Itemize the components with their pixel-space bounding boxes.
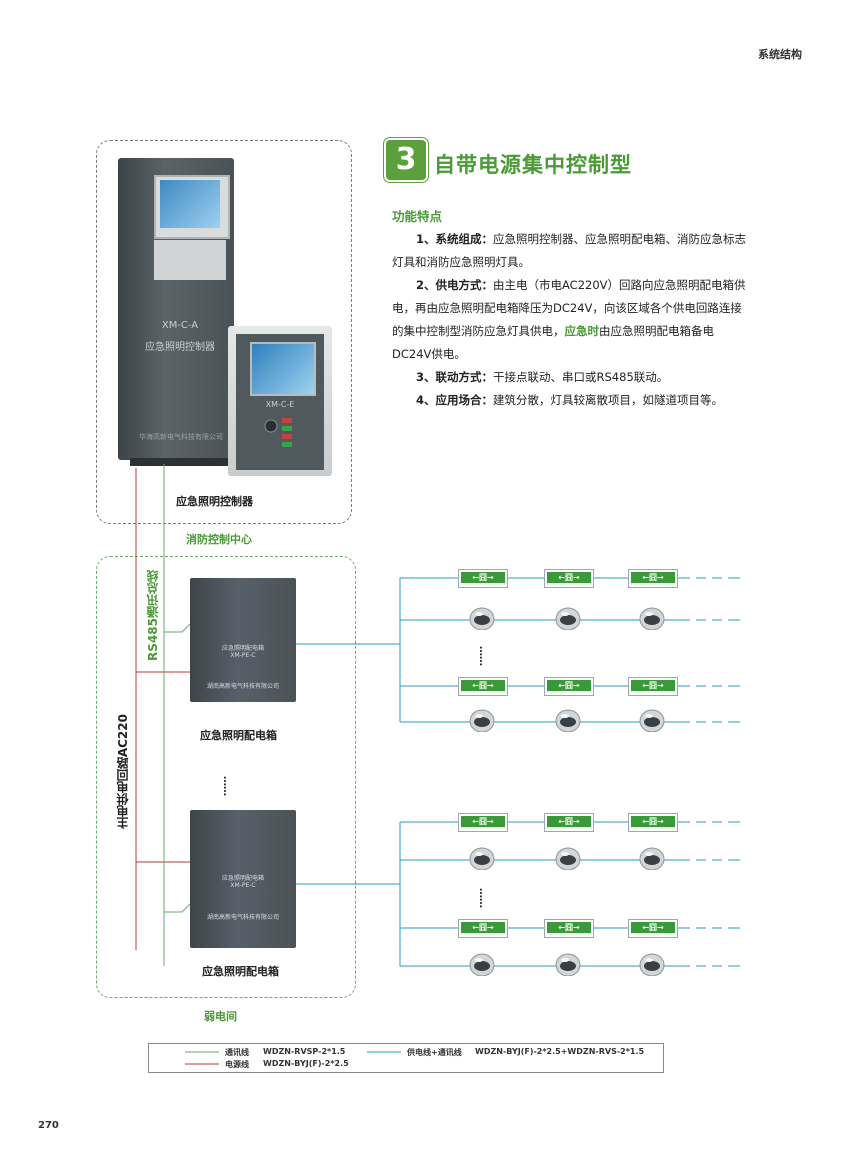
section-number-badge: 3	[386, 140, 426, 180]
exit-sign-icon: ←囧→	[628, 569, 678, 588]
dome-lamp-icon	[639, 952, 665, 977]
feature-4: 4、应用场合：建筑分散，灯具较离散项目，如隧道项目等。	[392, 389, 748, 412]
exit-sign-icon: ←囧→	[628, 919, 678, 938]
dome-lamp-icon	[639, 846, 665, 871]
feature-3: 3、联动方式：干接点联动、串口或RS485联动。	[392, 366, 748, 389]
section-header: 系统结构	[758, 48, 802, 61]
legend-supply-name: 供电线+通讯线	[407, 1048, 462, 1057]
cabinet-brand-label: 华海高新电气科技有限公司	[139, 433, 223, 441]
exit-sign-label: ←囧→	[631, 922, 675, 933]
exit-sign-icon: ←囧→	[628, 677, 678, 696]
legend-swatches	[185, 1051, 401, 1065]
cabinet-screen	[160, 180, 220, 228]
weak-room-frame	[96, 556, 356, 998]
exit-sign-label: ←囧→	[547, 816, 591, 827]
exit-sign-icon: ←囧→	[544, 813, 594, 832]
feature-4-text: 建筑分散，灯具较离散项目，如隧道项目等。	[493, 393, 724, 407]
dome-lamp-icon	[469, 708, 495, 733]
exit-sign-icon: ←囧→	[458, 569, 508, 588]
exit-sign-label: ←囧→	[631, 572, 675, 583]
exit-sign-label: ←囧→	[547, 572, 591, 583]
small-controller-screen	[250, 342, 316, 396]
weak-room-label: 弱电间	[204, 1010, 237, 1023]
exit-sign-label: ←囧→	[631, 680, 675, 691]
exit-sign-icon: ←囧→	[544, 677, 594, 696]
feature-3-text: 干接点联动、串口或RS485联动。	[493, 370, 669, 384]
cabinet-model-label: XM-C-A	[161, 320, 199, 331]
feature-3-label: 3、联动方式：	[416, 370, 494, 384]
page-number: 270	[38, 1120, 59, 1131]
legend-supply-cable: WDZN-BYJ(F)-2*2.5+WDZN-RVS-2*1.5	[475, 1047, 645, 1056]
legend-power-name: 电源线	[225, 1060, 249, 1069]
rs485-bus-label: RS485通讯总线	[146, 570, 160, 661]
exit-sign-label: ←囧→	[461, 922, 505, 933]
dome-lamp-icon	[555, 708, 581, 733]
features-heading: 功能特点	[392, 209, 443, 224]
feature-2: 2、供电方式：由主电（市电AC220V）回路向应急照明配电箱供电，再由应急照明配…	[392, 274, 748, 366]
distribution-box-2-name: 应急照明配电箱	[221, 875, 264, 882]
dome-lamp-icon	[469, 606, 495, 631]
exit-sign-label: ←囧→	[547, 922, 591, 933]
cabinet-keypad	[154, 240, 226, 280]
legend-comm-cable: WDZN-RVSP-2*1.5	[263, 1047, 346, 1056]
exit-sign-icon: ←囧→	[458, 677, 508, 696]
distribution-box-1-name: 应急照明配电箱	[221, 645, 264, 652]
feature-1: 1、系统组成：应急照明控制器、应急照明配电箱、消防应急标志灯具和消防应急照明灯具…	[392, 228, 748, 274]
exit-sign-label: ←囧→	[547, 680, 591, 691]
distribution-box-1	[190, 578, 296, 702]
dome-lamp-icon	[555, 846, 581, 871]
distribution-box-1-model: XM-PE-C	[230, 652, 256, 659]
dome-lamp-icon	[469, 952, 495, 977]
distribution-box-2-caption: 应急照明配电箱	[202, 965, 279, 978]
feature-2-label: 2、供电方式：	[416, 278, 494, 292]
dome-lamp-icon	[639, 708, 665, 733]
controller-caption: 应急照明控制器	[176, 495, 253, 508]
feature-1-text: 应急照明控制器、应急照明配电箱、消防应急标志灯具和消防应急照明灯具。	[392, 232, 747, 269]
dome-lamp-icon	[639, 606, 665, 631]
exit-sign-icon: ←囧→	[544, 569, 594, 588]
page-title: 自带电源集中控制型	[434, 153, 632, 177]
control-center-frame	[96, 140, 352, 524]
exit-sign-icon: ←囧→	[628, 813, 678, 832]
distribution-box-1-brand: 湖南高新电气科技有限公司	[206, 683, 279, 690]
exit-sign-icon: ←囧→	[544, 919, 594, 938]
cabinet-base	[130, 458, 230, 466]
feature-2-text: 由主电（市电AC220V）回路向应急照明配电箱供电，再由应急照明配电箱降压为DC…	[392, 278, 746, 338]
small-controller-model: XM-C-E	[265, 400, 295, 409]
dome-lamp-icon	[555, 606, 581, 631]
distribution-box-1-caption: 应急照明配电箱	[200, 729, 277, 742]
dome-lamp-icon	[469, 846, 495, 871]
feature-4-label: 4、应用场合：	[416, 393, 494, 407]
feature-2-text-after: 由应急照明配电箱备电DC24V供电。	[392, 324, 714, 361]
feature-1-label: 1、系统组成：	[416, 232, 494, 246]
exit-sign-icon: ←囧→	[458, 813, 508, 832]
legend: 通讯线 WDZN-RVSP-2*1.5 电源线 WDZN-BYJ(F)-2*2.…	[148, 1043, 664, 1073]
box-ellipsis: ……	[221, 776, 232, 796]
exit-sign-icon: ←囧→	[458, 919, 508, 938]
exit-sign-label: ←囧→	[461, 572, 505, 583]
distribution-box-2	[190, 810, 296, 948]
distribution-box-2-model: XM-PE-C	[230, 882, 256, 889]
dome-lamp-icon	[555, 952, 581, 977]
fixture-ellipsis-2: ……	[477, 888, 488, 908]
legend-comm-name: 通讯线	[225, 1048, 249, 1057]
control-center-label: 消防控制中心	[186, 533, 252, 546]
cabinet-name-label: 应急照明控制器	[145, 342, 215, 353]
main-power-label: 主电供电回路AC220	[116, 714, 130, 830]
feature-2-highlight: 应急时	[564, 324, 600, 338]
small-controller-buttons	[264, 418, 292, 447]
exit-sign-label: ←囧→	[461, 680, 505, 691]
exit-sign-label: ←囧→	[631, 816, 675, 827]
exit-sign-label: ←囧→	[461, 816, 505, 827]
legend-power-cable: WDZN-BYJ(F)-2*2.5	[263, 1059, 349, 1068]
distribution-box-2-brand: 湖南高新电气科技有限公司	[206, 914, 279, 921]
fixture-ellipsis-1: ……	[477, 646, 488, 666]
